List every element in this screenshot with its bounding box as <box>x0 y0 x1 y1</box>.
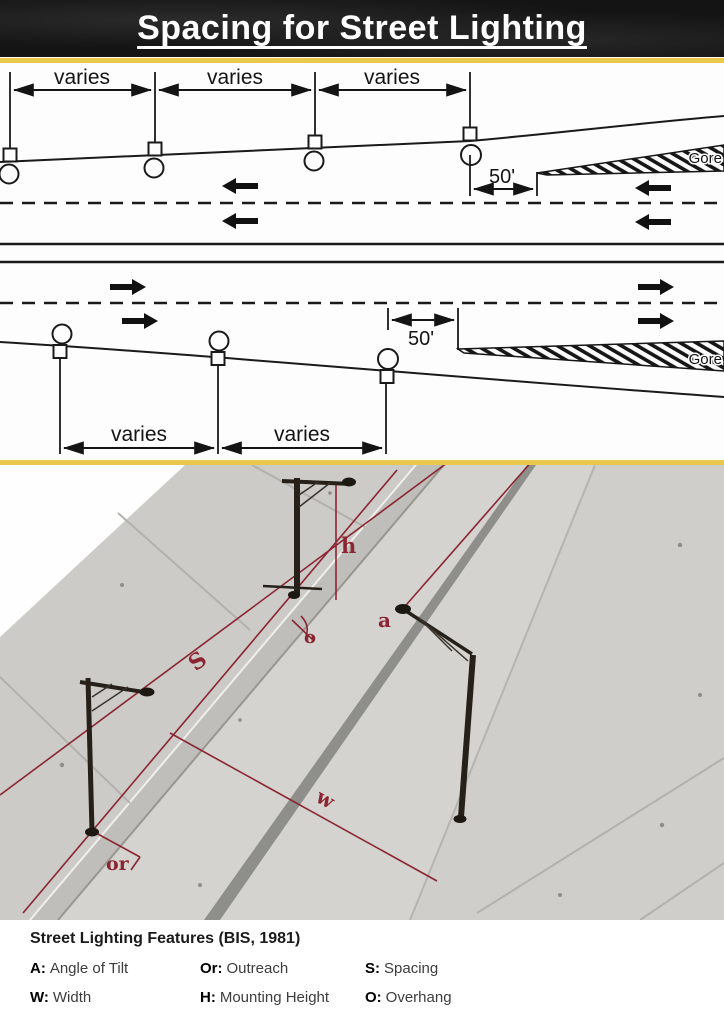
caption-title: Street Lighting Features (BIS, 1981) <box>30 930 301 947</box>
luminaire-right <box>395 604 411 614</box>
legend-value: Width <box>52 989 92 1006</box>
spacing-labels-top: varies varies varies <box>54 66 420 89</box>
legend-item-outreach: Or:Outreach <box>200 960 288 977</box>
gore-area-top <box>536 144 724 176</box>
legend-item-angle-of-tilt: A:Angle of Tilt <box>30 960 128 977</box>
varies-label: varies <box>54 66 110 89</box>
ramp-offset-dim-bottom: 50' <box>387 308 459 350</box>
legend-value: Spacing <box>384 960 439 977</box>
tilt-reference-line <box>399 459 534 613</box>
pole-left <box>79 677 155 837</box>
luminaire-far <box>342 477 356 487</box>
upper-luminaire-row <box>0 126 482 185</box>
outreach-tick-2 <box>130 856 141 871</box>
varies-label: varies <box>364 66 420 89</box>
label-outreach: or <box>106 853 130 875</box>
overhang-arc <box>300 615 308 637</box>
legend-key: H: <box>200 989 216 1006</box>
plan-diagram-svg: varies varies varies 50' Gore <box>0 66 724 455</box>
far-sidewalk <box>0 460 420 920</box>
concrete-specks <box>59 491 702 897</box>
spacing-reference-line <box>0 456 456 796</box>
legend-value: Overhang <box>385 989 452 1006</box>
lower-road-edge <box>0 341 724 398</box>
legend-key: A: <box>30 960 46 977</box>
varies-label: varies <box>274 423 330 446</box>
legend-item-width: W:Width <box>30 989 91 1006</box>
legend-key: Or: <box>200 960 223 977</box>
upper-road-edge <box>0 115 724 163</box>
legend-key: O: <box>365 989 382 1006</box>
street-lighting-3d-illustration: h a S o w or <box>0 456 724 921</box>
dimension-guides-bottom <box>59 359 387 454</box>
eastbound-arrows <box>110 279 674 329</box>
lower-luminaire-row <box>51 323 399 384</box>
pole-right <box>395 604 476 823</box>
legend-value: Outreach <box>226 960 289 977</box>
varies-label: varies <box>207 66 263 89</box>
legend-item-spacing: S:Spacing <box>365 960 438 977</box>
legend-item-mounting-height: H:Mounting Height <box>200 989 329 1006</box>
dimension-guides <box>9 72 471 148</box>
annotation-lines <box>0 456 534 914</box>
overhang-tick <box>291 619 315 642</box>
gore-label-bottom: Gore <box>689 351 722 368</box>
legend-item-overhang: O:Overhang <box>365 989 452 1006</box>
legend-value: Mounting Height <box>219 989 330 1006</box>
westbound-arrows <box>222 178 671 230</box>
near-kerb-line <box>409 464 596 921</box>
gold-divider-top <box>0 57 724 64</box>
pole-far <box>262 477 356 599</box>
ramp-offset-label-bottom: 50' <box>408 328 434 350</box>
gore-label-top: Gore <box>689 150 722 167</box>
varies-label: varies <box>111 423 167 446</box>
background-corner <box>0 465 185 637</box>
street-lighting-plan-diagram: varies varies varies 50' Gore <box>0 63 724 459</box>
sidewalk-joints <box>0 464 724 921</box>
page-title: Spacing for Street Lighting <box>137 9 587 47</box>
label-angle-of-tilt: a <box>378 608 391 632</box>
label-overhang: o <box>304 627 316 648</box>
legend-key: W: <box>30 989 49 1006</box>
road-stripe <box>204 465 536 920</box>
kerb-highlight <box>29 459 421 921</box>
label-mounting-height: h <box>341 533 356 558</box>
legend-value: Angle of Tilt <box>49 960 129 977</box>
legend-key: S: <box>365 960 380 977</box>
caption-section: Street Lighting Features (BIS, 1981) A:A… <box>0 920 724 1024</box>
outreach-tick <box>95 832 141 858</box>
spacing-labels-bottom: varies varies <box>111 423 330 446</box>
ramp-offset-label-top: 50' <box>489 166 515 188</box>
width-line <box>169 732 438 882</box>
kerb-shadow <box>57 459 449 921</box>
header-bar: Spacing for Street Lighting <box>0 0 724 57</box>
luminaire-left <box>139 687 155 697</box>
kerb-reference-line <box>22 469 398 914</box>
ramp-offset-dim-top: 50' <box>469 155 538 196</box>
gore-area-bottom <box>455 340 724 372</box>
scene-svg: h a S o w or <box>0 456 724 921</box>
kerb-strip <box>30 460 448 920</box>
street-light-poles <box>79 477 476 837</box>
